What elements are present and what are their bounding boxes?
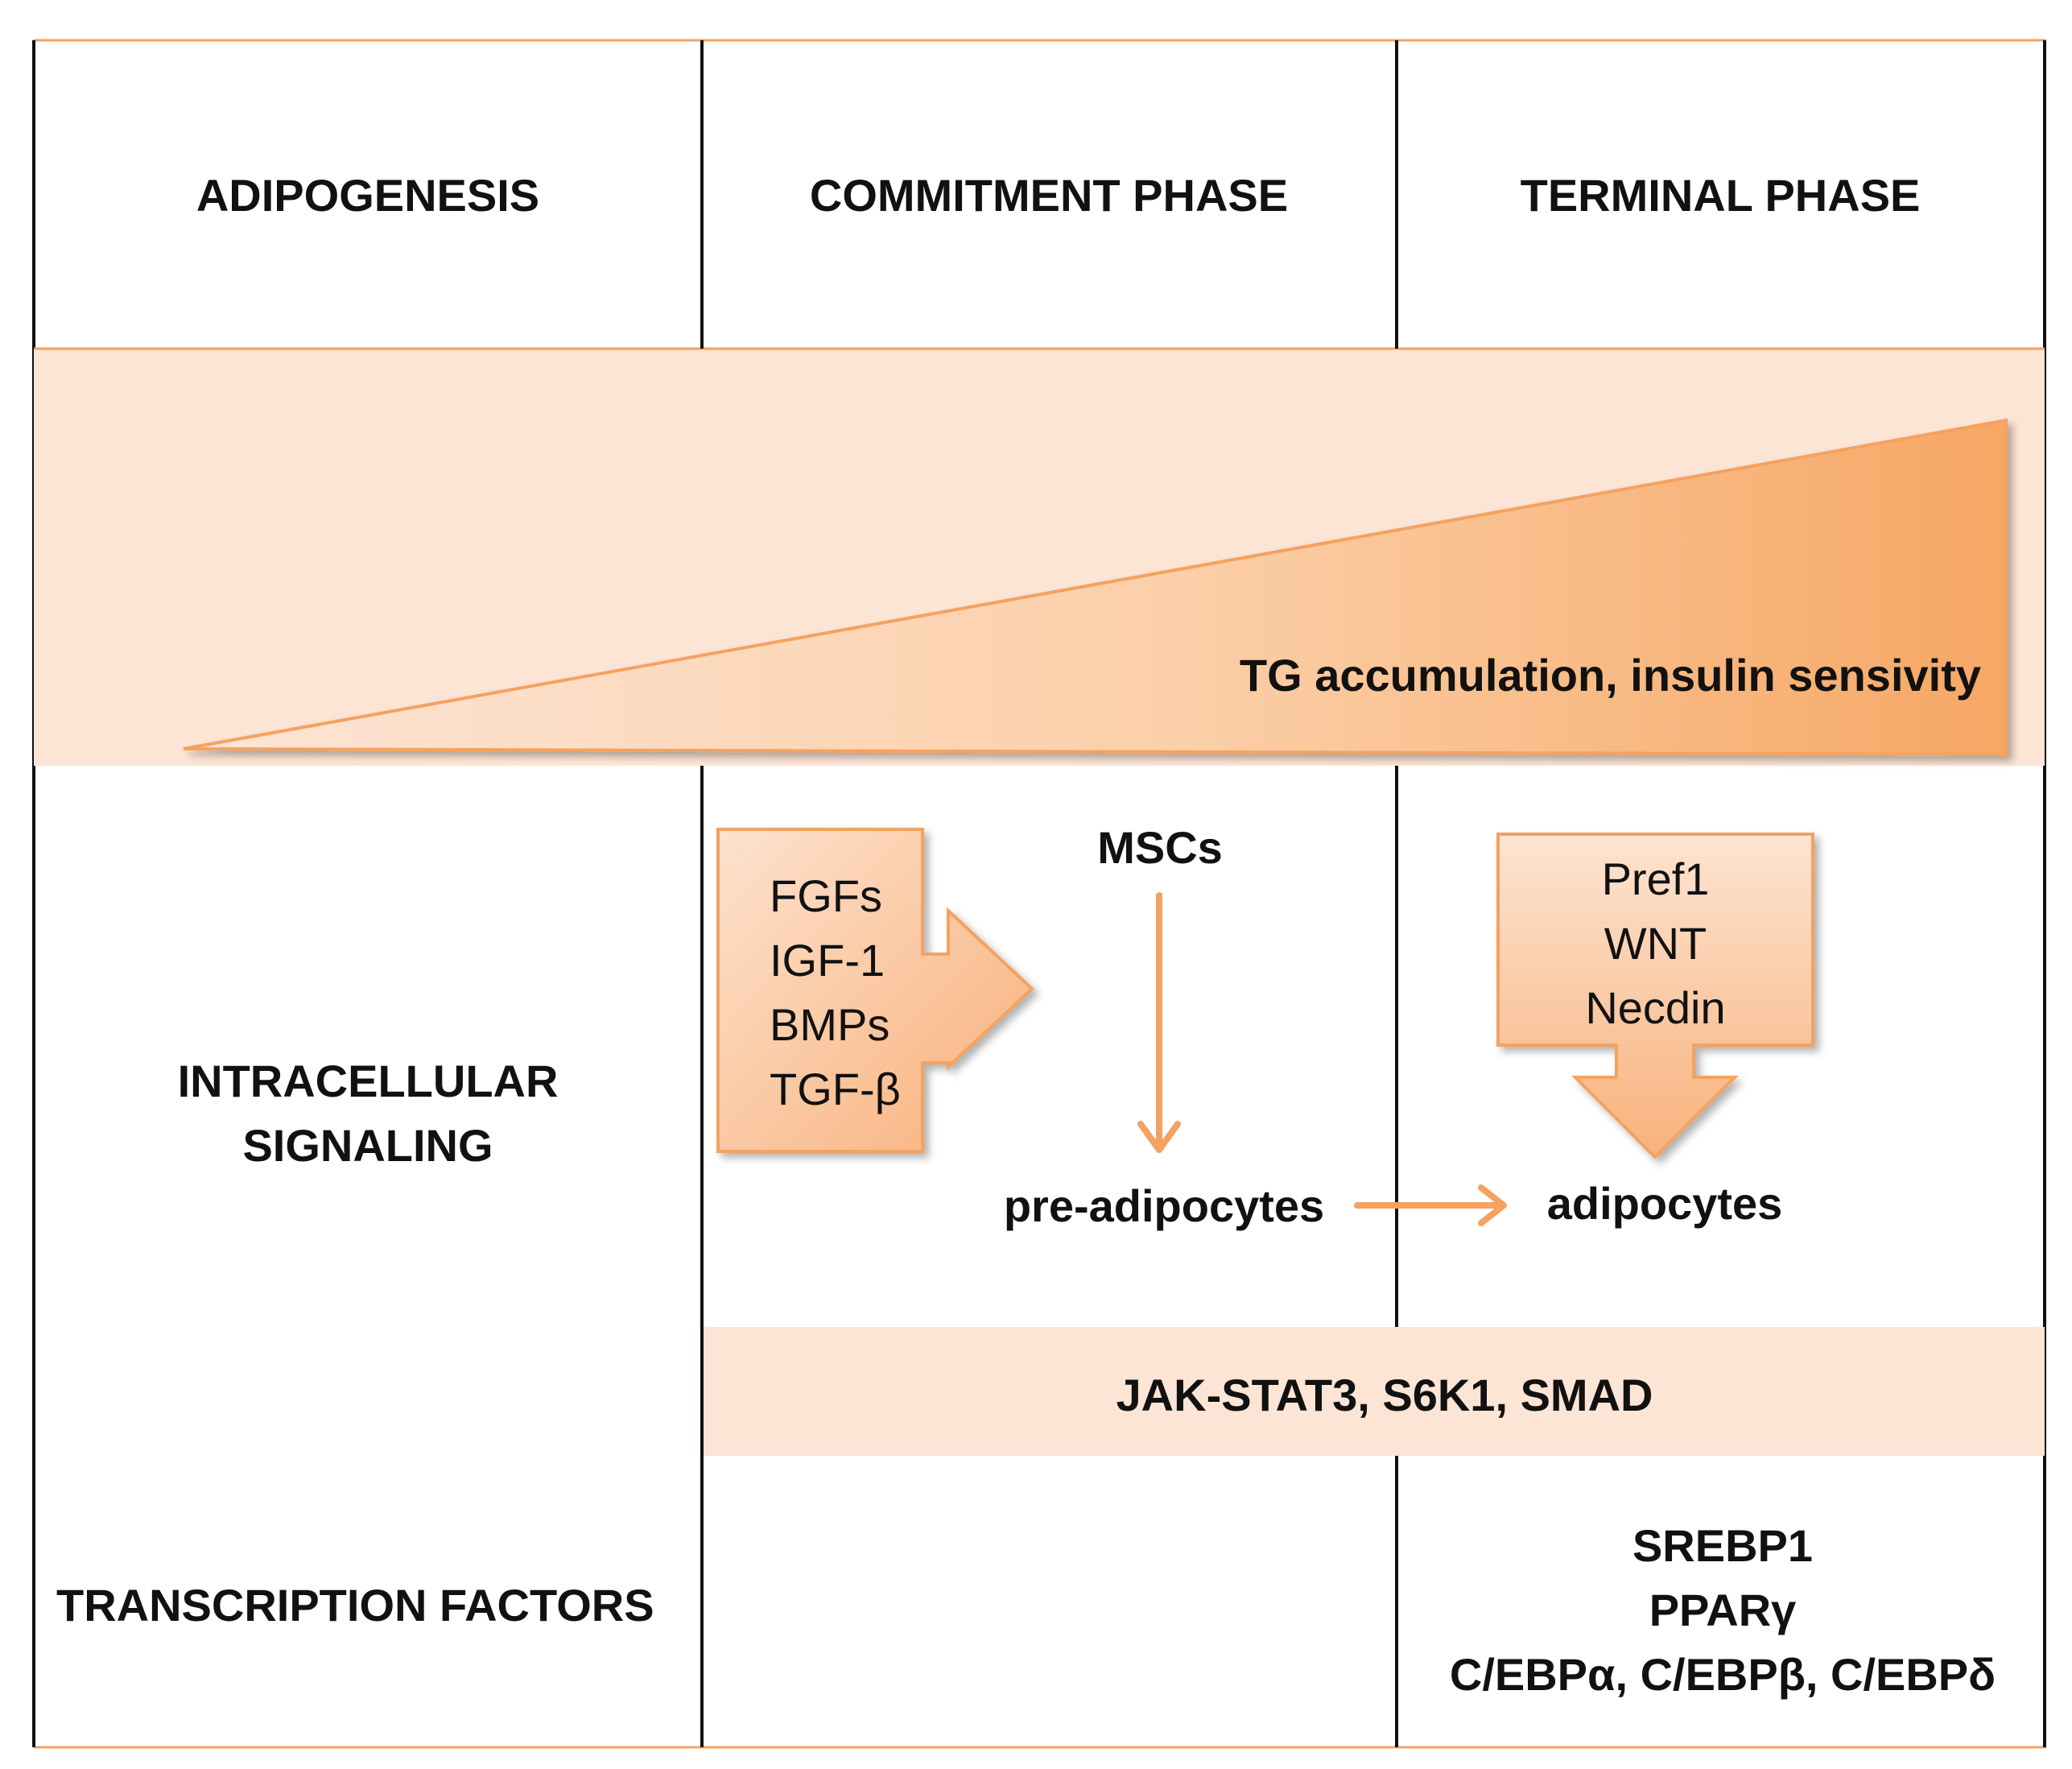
row-label-intracellular: INTRACELLULAR: [177, 1056, 559, 1106]
table-frame: [32, 39, 2046, 1749]
inhibitors-arrow: [1496, 833, 1814, 1159]
cell-label-mscs: MSCs: [1097, 822, 1223, 873]
transcription-factor-item: SREBP1: [1632, 1520, 1814, 1571]
header-commitment-phase: COMMITMENT PHASE: [809, 170, 1289, 221]
msc-to-preadipocyte-arrow: [1137, 892, 1181, 1153]
header-adipogenesis: ADIPOGENESIS: [196, 170, 540, 221]
transcription-factors-list: SREBP1 PPARγ C/EBPα, C/EBPβ, C/EBPδ: [1413, 1514, 2033, 1707]
inducer-item: BMPs: [770, 999, 890, 1050]
inducer-item: FGFs: [770, 870, 882, 921]
pathway-label: JAK-STAT3, S6K1, SMAD: [1116, 1370, 1653, 1420]
inhibitor-item: WNT: [1604, 918, 1707, 969]
transcription-factor-item: PPARγ: [1649, 1585, 1797, 1635]
pathway-band: [704, 1327, 2045, 1456]
cell-label-adipocytes: adipocytes: [1546, 1178, 1783, 1229]
inducers-list: FGFs IGF-1 BMPs TGF-β: [770, 864, 901, 1122]
transcription-factor-item: C/EBPα, C/EBPβ, C/EBPδ: [1449, 1649, 1996, 1700]
header-terminal-phase: TERMINAL PHASE: [1520, 170, 1921, 221]
inducers-arrow: [716, 828, 1034, 1153]
inhibitor-item: Necdin: [1585, 982, 1726, 1033]
row-label-transcription-factors: TRANSCRIPTION FACTORS: [56, 1580, 654, 1631]
inhibitor-item: Pref1: [1601, 854, 1710, 904]
row-label-signaling: SIGNALING: [242, 1120, 493, 1171]
preadipocyte-to-adipocyte-arrow: [1354, 1184, 1507, 1226]
accumulation-wedge: [183, 418, 2008, 757]
wedge-label: TG accumulation, insulin sensivity: [1239, 650, 1981, 701]
inhibitors-list: Pref1 WNT Necdin: [1498, 847, 1813, 1040]
inducer-item: IGF-1: [770, 935, 885, 986]
cell-label-pre-adipocytes: pre-adipocytes: [1003, 1180, 1325, 1231]
inducer-item: TGF-β: [770, 1064, 901, 1114]
